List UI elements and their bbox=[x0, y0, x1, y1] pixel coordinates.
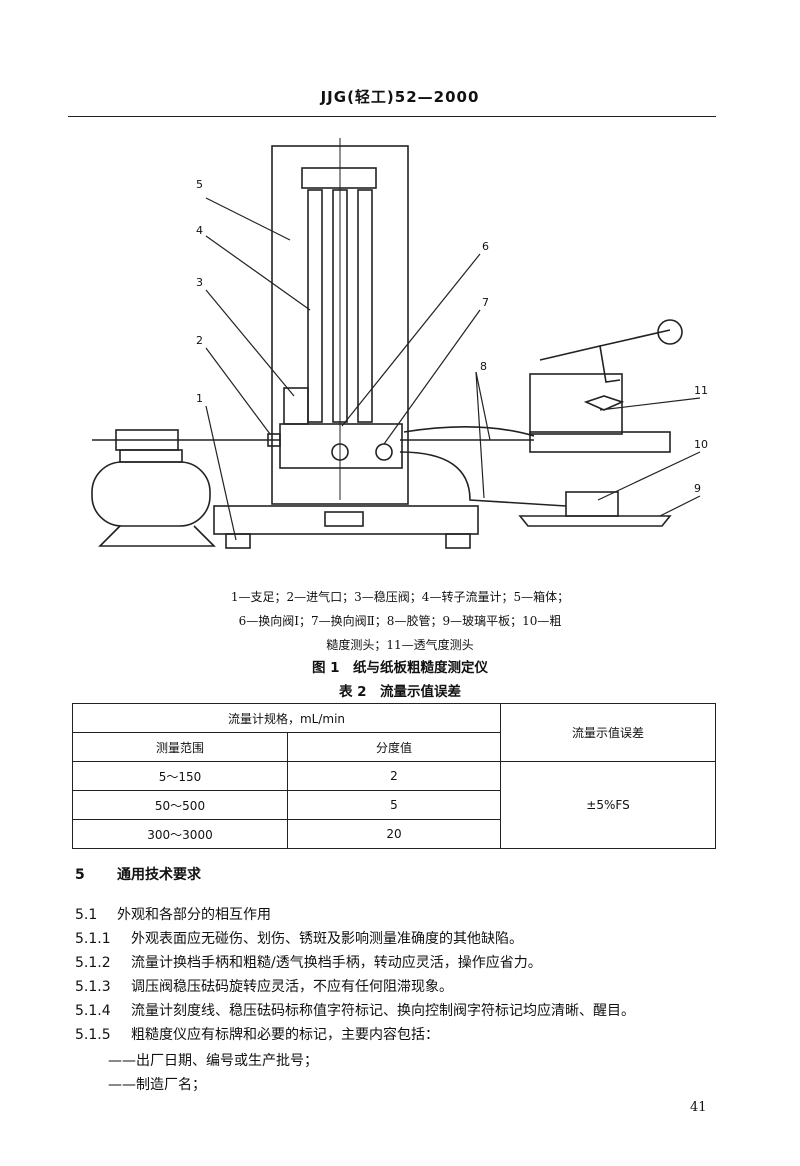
roughness-head bbox=[565, 491, 619, 517]
division-cell: 20 bbox=[287, 819, 501, 849]
division-cell: 2 bbox=[287, 761, 501, 791]
section-number: 5.1 bbox=[75, 907, 98, 923]
section-number: 5.1.2 bbox=[75, 955, 111, 971]
valve-block bbox=[279, 423, 403, 469]
section-text: 通用技术要求 bbox=[117, 867, 201, 883]
section-number: 5.1.1 bbox=[75, 931, 111, 947]
foot-right bbox=[445, 533, 471, 549]
table-header-error: 流量示值误差 bbox=[500, 703, 716, 762]
cabinet-base bbox=[213, 505, 479, 535]
section-5-1-4: 5.1.4 流量计刻度线、稳压砝码标称值字符标记、换向控制阀字符标记均应清晰、醒目… bbox=[75, 1000, 635, 1020]
foot-left bbox=[225, 533, 251, 549]
flowmeter-tube-3 bbox=[357, 189, 373, 423]
page-number: 41 bbox=[690, 1100, 707, 1115]
flowmeter-tube-1 bbox=[307, 189, 323, 423]
section-5-1-2: 5.1.2 流量计换档手柄和粗糙/透气换档手柄，转动应灵活，操作应省力。 bbox=[75, 952, 542, 972]
standard-code-header: JJG(轻工)52—2000 bbox=[320, 88, 480, 106]
pressure-regulator bbox=[283, 387, 309, 425]
division-cell: 5 bbox=[287, 790, 501, 820]
apparatus-diagram: 5 4 3 2 1 6 7 8 11 10 9 bbox=[91, 138, 708, 549]
section-text: 流量计刻度线、稳压砝码标称值字符标记、换向控制阀字符标记均应清晰、醒目。 bbox=[131, 1003, 635, 1019]
callout-4: 4 bbox=[196, 224, 203, 237]
range-cell: 50～500 bbox=[72, 790, 288, 820]
callout-3: 3 bbox=[196, 276, 203, 289]
callout-11: 11 bbox=[694, 384, 708, 397]
section-text: 外观和各部分的相互作用 bbox=[117, 907, 271, 923]
section-5-1-1: 5.1.1 外观表面应无碰伤、划伤、锈斑及影响测量准确度的其他缺陷。 bbox=[75, 928, 523, 948]
flowmeter-top-block bbox=[301, 167, 377, 189]
legend-line-2: 6—换向阀Ⅰ；7—换向阀Ⅱ；8—胶管；9—玻璃平板；10—粗 bbox=[238, 614, 562, 628]
air-pump bbox=[91, 461, 211, 527]
header-rule bbox=[68, 116, 716, 117]
list-item: ——制造厂名； bbox=[108, 1077, 206, 1093]
error-cell: ±5%FS bbox=[500, 761, 716, 849]
reversing-valve-knob bbox=[375, 443, 393, 461]
callout-5: 5 bbox=[196, 178, 203, 191]
callout-9: 9 bbox=[694, 482, 701, 495]
table-title: 表 2 流量示值误差 bbox=[338, 684, 462, 700]
figure-title: 图 1 纸与纸板粗糙度测定仪 bbox=[311, 660, 489, 676]
section-text: 粗糙度仪应有标牌和必要的标记，主要内容包括： bbox=[131, 1027, 439, 1043]
permeability-arm bbox=[529, 431, 671, 453]
callout-7: 7 bbox=[482, 296, 489, 309]
permeability-housing bbox=[529, 373, 623, 435]
table-header-range: 测量范围 bbox=[72, 732, 288, 762]
section-text: 流量计换档手柄和粗糙/透气换档手柄，转动应灵活，操作应省力。 bbox=[131, 955, 542, 971]
section-number: 5.1.3 bbox=[75, 979, 111, 995]
section-5: 5 通用技术要求 bbox=[75, 864, 201, 884]
section-5-1-3: 5.1.3 调压阀稳压砝码旋转应灵活，不应有任何阻滞现象。 bbox=[75, 976, 453, 996]
range-cell: 300～3000 bbox=[72, 819, 288, 849]
flow-error-table: 流量计规格，mL/min 流量示值误差 测量范围 分度值 5～150 2 ±5%… bbox=[72, 703, 716, 849]
callout-10: 10 bbox=[694, 438, 708, 451]
section-text: 调压阀稳压砝码旋转应灵活，不应有任何阻滞现象。 bbox=[131, 979, 453, 995]
glass-plate bbox=[518, 515, 672, 527]
table-row: 5～150 2 ±5%FS bbox=[72, 761, 716, 849]
range-cell: 5～150 bbox=[72, 761, 288, 791]
section-number: 5.1.5 bbox=[75, 1027, 111, 1043]
callout-2: 2 bbox=[196, 334, 203, 347]
section-5-1-5: 5.1.5 粗糙度仪应有标牌和必要的标记，主要内容包括： bbox=[75, 1024, 439, 1044]
callout-1: 1 bbox=[196, 392, 203, 405]
table-header-division: 分度值 bbox=[287, 732, 501, 762]
callout-8: 8 bbox=[480, 360, 487, 373]
list-item: ——出厂日期、编号或生产批号； bbox=[108, 1053, 318, 1069]
table-row: 300～3000 20 bbox=[72, 819, 716, 849]
section-text: 外观表面应无碰伤、划伤、锈斑及影响测量准确度的其他缺陷。 bbox=[131, 931, 523, 947]
legend-line-3: 糙度测头；11—透气度测头 bbox=[326, 638, 474, 652]
table-group-header: 流量计规格，mL/min bbox=[72, 703, 501, 733]
section-number: 5 bbox=[75, 867, 85, 883]
callout-6: 6 bbox=[482, 240, 489, 253]
section-number: 5.1.4 bbox=[75, 1003, 111, 1019]
section-5-1: 5.1 外观和各部分的相互作用 bbox=[75, 904, 271, 924]
legend-line-1: 1—支足；2—进气口；3—稳压阀；4—转子流量计；5—箱体； bbox=[230, 590, 570, 604]
